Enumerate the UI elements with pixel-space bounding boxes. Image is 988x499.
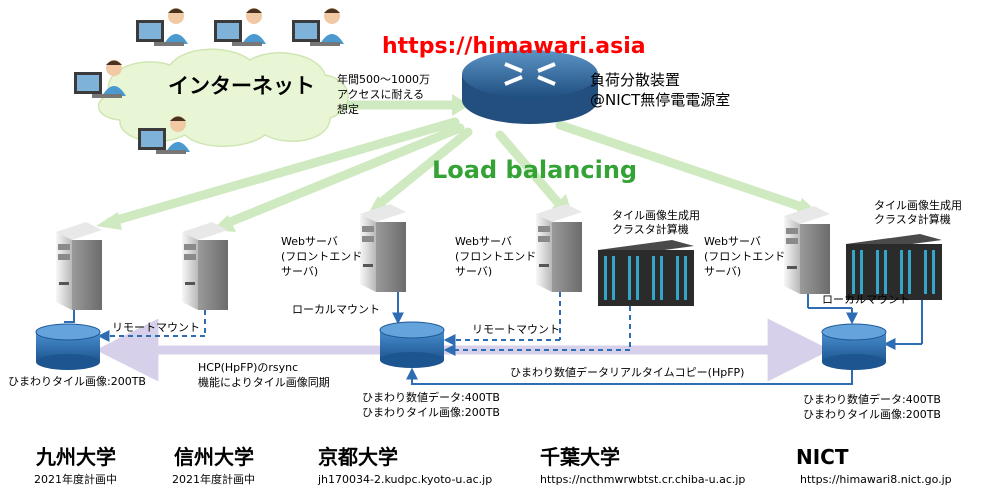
user-icon (136, 8, 188, 46)
user-icon (138, 116, 190, 154)
site-sub-chiba: https://ncthmwrwbtst.cr.chiba-u.ac.jp (540, 473, 746, 486)
web-server-label-3c: サーバ) (704, 265, 742, 278)
user-icon (74, 60, 126, 98)
remote-mount-center: リモートマウント (472, 323, 560, 336)
load-balancer-label-2: @NICT無停電電源室 (590, 91, 731, 109)
remote-mount-left: リモートマウント (112, 321, 200, 334)
web-server-label-2c: サーバ) (455, 265, 493, 278)
load-balancer-label-1: 負荷分散装置 (590, 71, 681, 89)
internet-label: インターネット (168, 74, 315, 98)
center-storage-label-2: ひまわりタイル画像:200TB (362, 406, 500, 419)
server-icon (360, 204, 406, 292)
user-icon (292, 8, 344, 46)
local-mount-center: ローカルマウント (292, 303, 380, 316)
web-server-label-3a: Webサーバ (704, 235, 761, 248)
site-sub-kyushu: 2021年度計画中 (34, 473, 117, 486)
site-name-shinshu: 信州大学 (174, 445, 254, 469)
access-note-line-3: 想定 (337, 103, 359, 116)
mount-lines (64, 292, 923, 385)
server-icon (784, 206, 830, 294)
site-name-kyoto: 京都大学 (318, 445, 398, 469)
server-icons (56, 204, 830, 310)
server-icon (536, 204, 582, 292)
web-server-label-2b: (フロントエンド (455, 250, 537, 263)
left-storage-label: ひまわりタイル画像:200TB (8, 375, 146, 388)
load-balancing-arrowheads (96, 94, 818, 232)
load-balancing-label: Load balancing (432, 156, 638, 184)
site-sub-nict: https://himawari8.nict.go.jp (800, 473, 952, 486)
web-server-label-2a: Webサーバ (455, 235, 512, 248)
server-icon (56, 222, 102, 310)
storage-icons (35, 321, 887, 370)
server-icon (182, 222, 228, 310)
site-name-kyushu: 九州大学 (36, 445, 116, 469)
web-server-label-1c: サーバ) (281, 265, 319, 278)
url-header: https://himawari.asia (382, 34, 646, 59)
site-name-chiba: 千葉大学 (540, 445, 620, 469)
site-name-nict: NICT (796, 445, 849, 469)
user-icon (214, 8, 266, 46)
tile-cluster-label-2a: タイル画像生成用 (874, 199, 962, 212)
cluster-rack-icon (598, 240, 694, 306)
tile-cluster-label-1b: クラスタ計算機 (612, 223, 689, 236)
hcp-note-1: HCP(HpFP)のrsync (198, 361, 299, 374)
storage-icon (821, 323, 887, 370)
web-server-label-3b: (フロントエンド (704, 250, 786, 263)
load-balancing-arrows (105, 100, 810, 229)
hcp-note-2: 機能によりタイル画像同期 (198, 376, 330, 389)
access-note-line-1: 年間500〜1000万 (337, 73, 430, 86)
right-storage-label-1: ひまわり数値データ:400TB (803, 393, 941, 406)
router-icon (462, 50, 598, 124)
right-storage-label-2: ひまわりタイル画像:200TB (803, 408, 941, 421)
storage-icon (35, 323, 101, 370)
local-mount-right: ローカルマウント (822, 293, 910, 306)
user-icons (74, 8, 344, 154)
tile-cluster-label-1a: タイル画像生成用 (612, 209, 700, 222)
realtime-copy-label: ひまわり数値データリアルタイムコピー(HpFP) (510, 366, 745, 379)
center-storage-label-1: ひまわり数値データ:400TB (362, 391, 500, 404)
site-sub-shinshu: 2021年度計画中 (172, 473, 255, 486)
storage-icon (379, 321, 445, 368)
tile-cluster-label-2b: クラスタ計算機 (874, 213, 951, 226)
access-note-line-2: アクセスに耐える (337, 88, 425, 101)
cluster-rack-icon (846, 234, 942, 300)
web-server-label-1a: Webサーバ (281, 235, 338, 248)
web-server-label-1b: (フロントエンド (281, 250, 363, 263)
site-sub-kyoto: jh170034-2.kudpc.kyoto-u.ac.jp (318, 473, 493, 486)
